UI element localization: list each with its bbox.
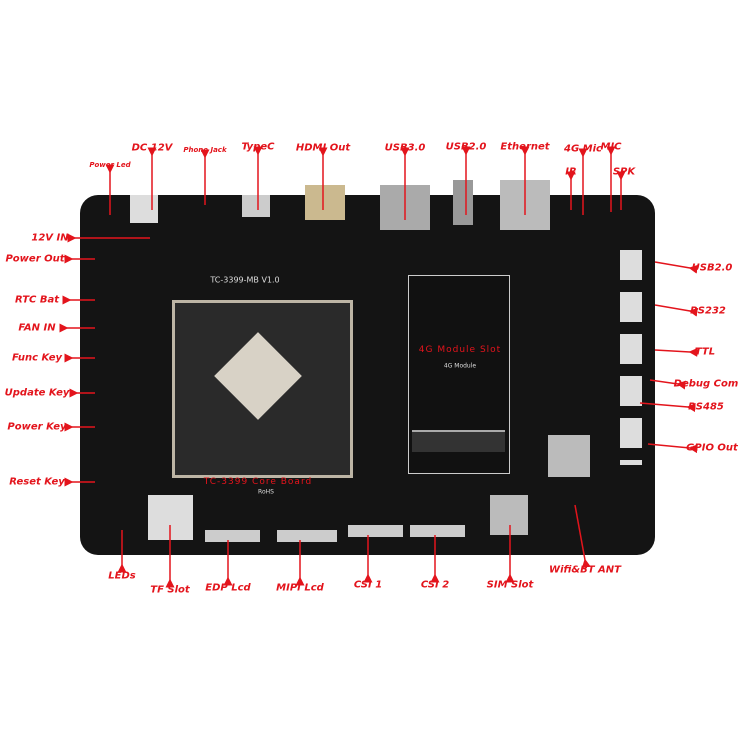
csi1-connector <box>348 525 403 537</box>
module-silk: 4G Module <box>443 362 477 370</box>
right-headers <box>620 250 642 465</box>
label-bottom-leds: LEDs <box>108 570 136 582</box>
pcb-board <box>80 180 655 555</box>
module-slot-label: 4G Module Slot <box>418 345 502 355</box>
edp-connector <box>205 530 260 542</box>
label-bottom-tf-slot: TF Slot <box>150 584 190 596</box>
label-left-func-key: Func Key <box>11 352 63 364</box>
mipi-connector <box>277 530 337 542</box>
label-right-usb2-0: USB2.0 <box>691 262 733 274</box>
label-top-dc-12v: DC 12V <box>131 142 173 154</box>
label-bottom-sim-slot: SIM Slot <box>486 579 534 591</box>
board-model: TC-3399-MB V1.0 <box>210 275 280 285</box>
label-left-12v-in: 12V IN <box>31 232 69 244</box>
wifi-module <box>548 435 590 477</box>
core-board-label: TC-3399 Core Board <box>203 477 313 487</box>
label-right-ttl: TTL <box>694 346 716 358</box>
arrow-right-rs232 <box>654 304 699 317</box>
label-top-usb3-0: USB3.0 <box>384 142 426 154</box>
arrow-right-usb2-0 <box>654 261 699 274</box>
module-connector <box>412 430 505 452</box>
label-left-reset-key: Reset Key <box>9 476 65 488</box>
label-top-phone-jack: Phone Jack <box>183 146 227 154</box>
label-right-rs232: RS232 <box>690 305 726 317</box>
label-bottom-csi-2: CSI 2 <box>420 579 450 591</box>
dc-jack <box>130 195 158 223</box>
rohs-mark: RoHS <box>258 488 274 496</box>
label-top-hdmi-out: HDMI Out <box>295 142 351 154</box>
label-right-debug-com: Debug Com <box>673 378 739 390</box>
hdmi-port <box>305 185 345 220</box>
label-right-rs485: RS485 <box>688 401 724 413</box>
label-top-usb2-0: USB2.0 <box>445 141 487 153</box>
sim-slot <box>490 495 528 535</box>
label-top-typec: TypeC <box>241 141 275 153</box>
csi2-connector <box>410 525 465 537</box>
usb2-port <box>453 180 473 225</box>
label-top-ethernet: Ethernet <box>500 141 550 153</box>
label-bottom-wifi-bt-ant: Wifi&BT ANT <box>549 564 621 576</box>
label-right-gpio-out: GPIO Out <box>686 442 738 454</box>
label-left-fan-in: FAN IN <box>18 322 56 334</box>
label-left-update-key: Update Key <box>4 387 70 399</box>
typec-port <box>242 195 270 217</box>
label-bottom-csi-1: CSI 1 <box>353 579 383 591</box>
label-left-rtc-bat: RTC Bat <box>14 294 60 306</box>
label-left-power-out: Power Out <box>5 253 65 265</box>
label-top-power-led: Power Led <box>89 161 131 169</box>
label-bottom-mipi-lcd: MIPI Lcd <box>276 582 324 594</box>
label-left-power-key: Power Key <box>7 421 67 433</box>
label-bottom-edp-lcd: EDP Lcd <box>205 582 251 594</box>
usb3-port <box>380 185 430 230</box>
label-top-spk: SPK <box>612 166 636 178</box>
tf-slot <box>148 495 193 540</box>
label-top-ir: IR <box>565 166 577 178</box>
arrow-right-ttl <box>654 347 698 357</box>
label-top-4g-mic: 4G Mic <box>564 143 602 155</box>
label-top-mic: MIC <box>600 141 622 153</box>
ethernet-port <box>500 180 550 230</box>
